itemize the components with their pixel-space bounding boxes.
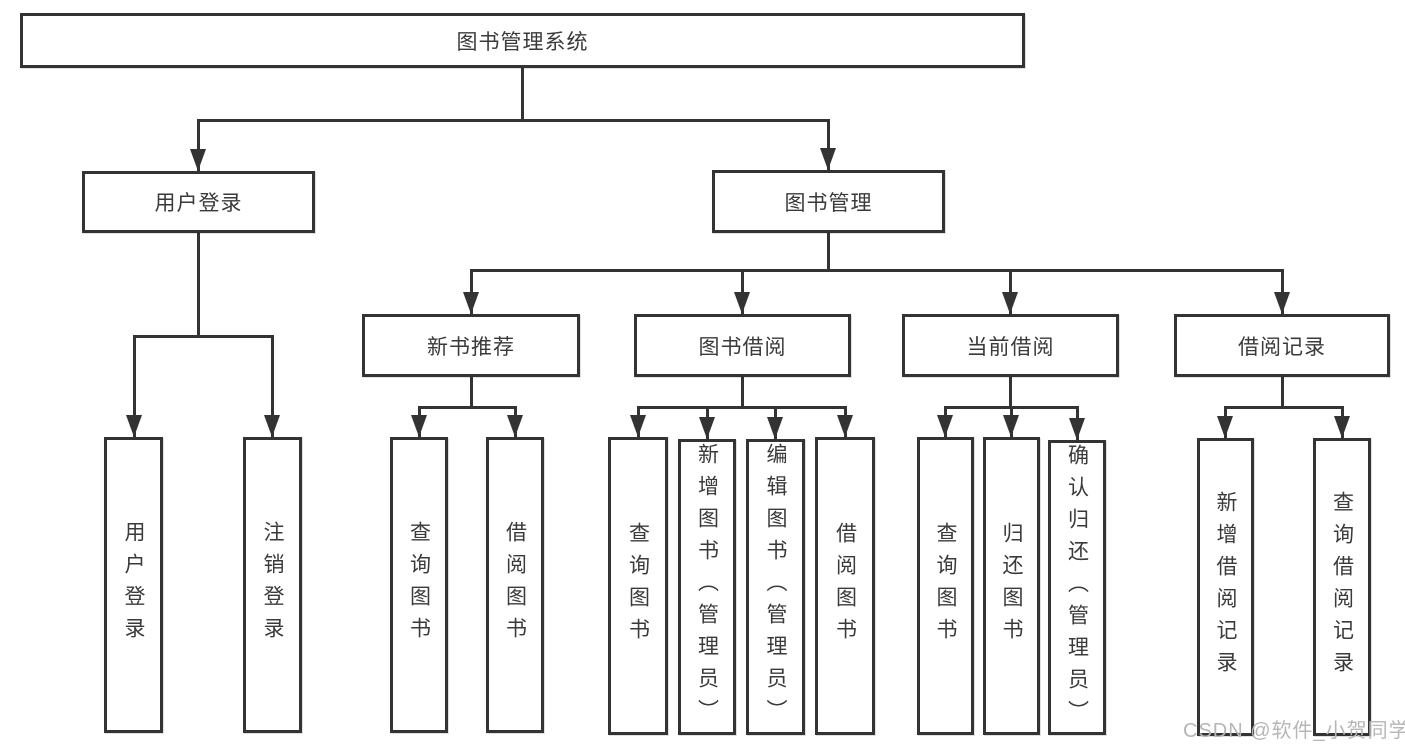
node-label: 查询图书	[626, 522, 650, 650]
node-logout: 注销登录	[243, 437, 302, 733]
edge-line	[827, 233, 830, 270]
node-library-management-system: 图书管理系统	[20, 13, 1025, 68]
arrowhead-down-icon	[126, 415, 142, 437]
node-borrowing-records: 借阅记录	[1174, 314, 1390, 377]
node-current-query-books: 查询图书	[917, 437, 974, 735]
arrowhead-down-icon	[937, 415, 953, 437]
arrowhead-down-icon	[820, 148, 836, 170]
node-borrow-query-books: 查询图书	[608, 437, 668, 735]
node-label: 新增图书（管理员）	[695, 443, 719, 731]
node-label: 确认归还（管理员）	[1065, 443, 1089, 732]
edge-line	[197, 120, 200, 172]
csdn-watermark: CSDN @软件_小贺同学	[1183, 720, 1405, 742]
node-borrow-add-books-admin: 新增图书（管理员）	[678, 439, 736, 735]
edge-line	[1281, 377, 1284, 407]
edge-line	[470, 377, 473, 407]
node-label: 借阅图书	[503, 521, 527, 649]
edge-line	[1224, 406, 1344, 409]
arrowhead-down-icon	[1217, 416, 1233, 438]
arrowhead-down-icon	[1003, 415, 1019, 437]
node-records-add-record: 新增借阅记录	[1197, 438, 1254, 736]
arrowhead-down-icon	[630, 415, 646, 437]
arrowhead-down-icon	[767, 417, 783, 439]
arrowhead-down-icon	[1274, 292, 1290, 314]
edge-line	[1009, 377, 1012, 407]
edge-line	[827, 120, 830, 171]
arrowhead-down-icon	[190, 149, 206, 171]
node-label: 查询图书	[407, 521, 431, 649]
arrowhead-down-icon	[411, 415, 427, 437]
node-records-query-record: 查询借阅记录	[1313, 438, 1371, 736]
arrowhead-down-icon	[264, 415, 280, 437]
node-newrec-borrow-books: 借阅图书	[486, 437, 544, 733]
node-current-confirm-return-admin: 确认归还（管理员）	[1048, 440, 1106, 735]
edge-line	[741, 377, 744, 407]
node-borrow-edit-books-admin: 编辑图书（管理员）	[746, 439, 805, 735]
node-label: 查询借阅记录	[1330, 491, 1354, 683]
node-label: 借阅图书	[833, 522, 857, 650]
node-book-borrowing: 图书借阅	[634, 314, 851, 377]
node-label: 归还图书	[1000, 522, 1023, 650]
arrowhead-down-icon	[507, 415, 523, 437]
arrowhead-down-icon	[699, 417, 715, 439]
node-label: 新增借阅记录	[1214, 491, 1237, 683]
arrowhead-down-icon	[1069, 418, 1085, 440]
arrowhead-down-icon	[1002, 292, 1018, 314]
edge-line	[470, 269, 1284, 272]
edge-line	[197, 119, 830, 122]
edge-line	[197, 233, 200, 336]
arrowhead-down-icon	[837, 415, 853, 437]
arrowhead-down-icon	[734, 292, 750, 314]
node-current-borrowing: 当前借阅	[902, 314, 1119, 377]
edge-line	[133, 335, 274, 338]
edge-line	[271, 336, 274, 437]
node-label: 用户登录	[122, 521, 145, 649]
edge-line	[521, 68, 524, 120]
node-borrow-borrow-books: 借阅图书	[815, 437, 875, 735]
node-book-management: 图书管理	[712, 170, 945, 233]
arrowhead-down-icon	[463, 292, 479, 314]
edge-line	[944, 406, 1079, 409]
edge-line	[418, 406, 517, 409]
node-user-login-leaf: 用户登录	[104, 437, 163, 733]
edge-line	[133, 336, 136, 437]
edge-line	[637, 406, 847, 409]
arrowhead-down-icon	[1334, 416, 1350, 438]
node-newrec-query-books: 查询图书	[390, 437, 448, 733]
node-label: 编辑图书（管理员）	[764, 443, 787, 731]
node-label: 注销登录	[261, 521, 284, 649]
node-user-login: 用户登录	[82, 171, 315, 233]
node-label: 查询图书	[934, 522, 957, 650]
node-current-return-books: 归还图书	[983, 437, 1040, 735]
node-new-book-recommendation: 新书推荐	[362, 314, 580, 377]
